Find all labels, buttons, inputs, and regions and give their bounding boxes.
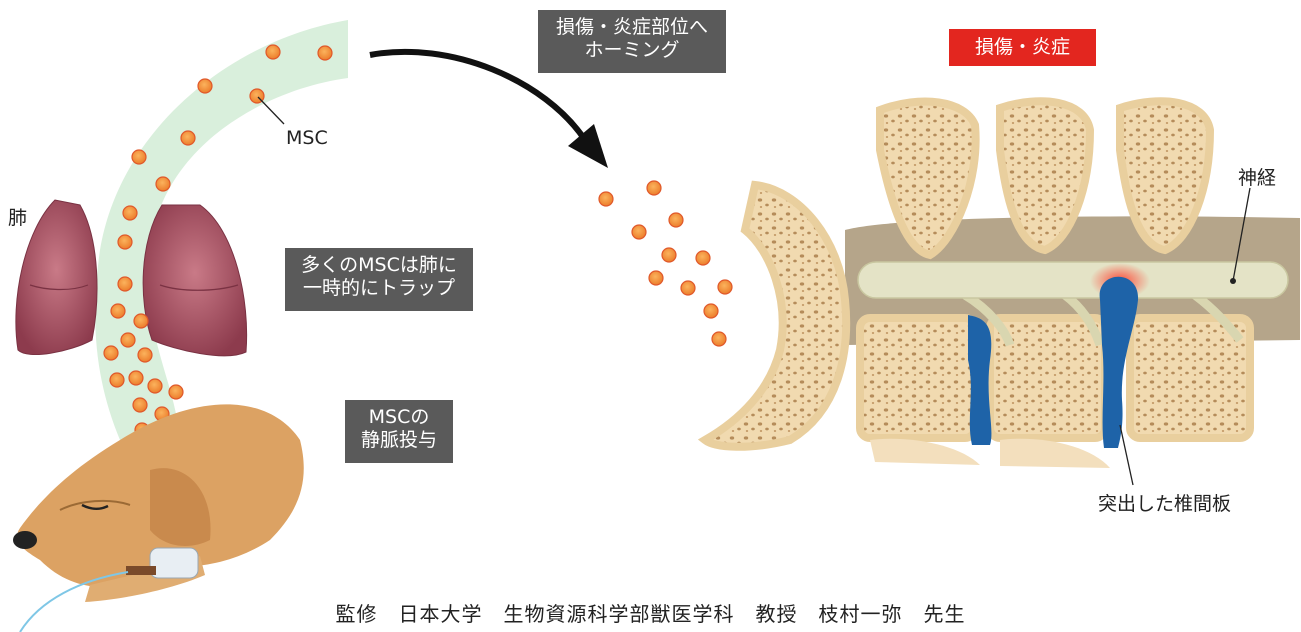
supervision-credit: 監修 日本大学 生物資源科学部獣医学科 教授 枝村一弥 先生 [0,598,1301,627]
herniated-disc-label: 突出した椎間板 [1098,489,1231,516]
msc-cell [704,304,718,318]
msc-cell [266,45,280,59]
msc-cell [718,280,732,294]
msc-cell [318,46,332,60]
msc-cell [138,348,152,362]
msc-cell [133,398,147,412]
msc-cell [134,314,148,328]
iv-callout-line2: 静脈投与 [355,429,443,452]
lung-trap-callout-line1: 多くのMSCは肺に [295,254,463,277]
homing-callout: 損傷・炎症部位へ ホーミング [538,10,726,73]
msc-cell [712,332,726,346]
msc-cell [148,379,162,393]
homing-callout-line2: ホーミング [548,39,716,62]
msc-cell [118,235,132,249]
msc-cell [662,248,676,262]
msc-cell [156,177,170,191]
msc-label: MSC [286,127,328,149]
msc-cell [669,213,683,227]
msc-pointer-line [258,97,284,124]
lung-trap-callout-line2: 一時的にトラップ [295,277,463,300]
msc-cell [104,346,118,360]
msc-cell [681,281,695,295]
lung-label: 肺 [8,203,27,230]
homing-callout-line1: 損傷・炎症部位へ [548,16,716,39]
msc-cell [121,333,135,347]
msc-cell [632,225,646,239]
iv-callout-line1: MSCの [355,406,443,429]
msc-cell [181,131,195,145]
msc-cell [599,192,613,206]
lung-trap-callout: 多くのMSCは肺に 一時的にトラップ [285,248,473,311]
msc-cell [129,371,143,385]
msc-cell [649,271,663,285]
msc-cell [118,277,132,291]
iv-administration-callout: MSCの 静脈投与 [345,400,453,463]
msc-cell [110,373,124,387]
msc-cell [111,304,125,318]
inflammation-badge: 損傷・炎症 [949,29,1096,66]
msc-cell [169,385,183,399]
nerve-label: 神経 [1238,163,1276,190]
msc-cell [198,79,212,93]
msc-cell [696,251,710,265]
msc-cell [647,181,661,195]
msc-cell [123,206,137,220]
spine-illustration [705,101,1300,485]
msc-cell [132,150,146,164]
